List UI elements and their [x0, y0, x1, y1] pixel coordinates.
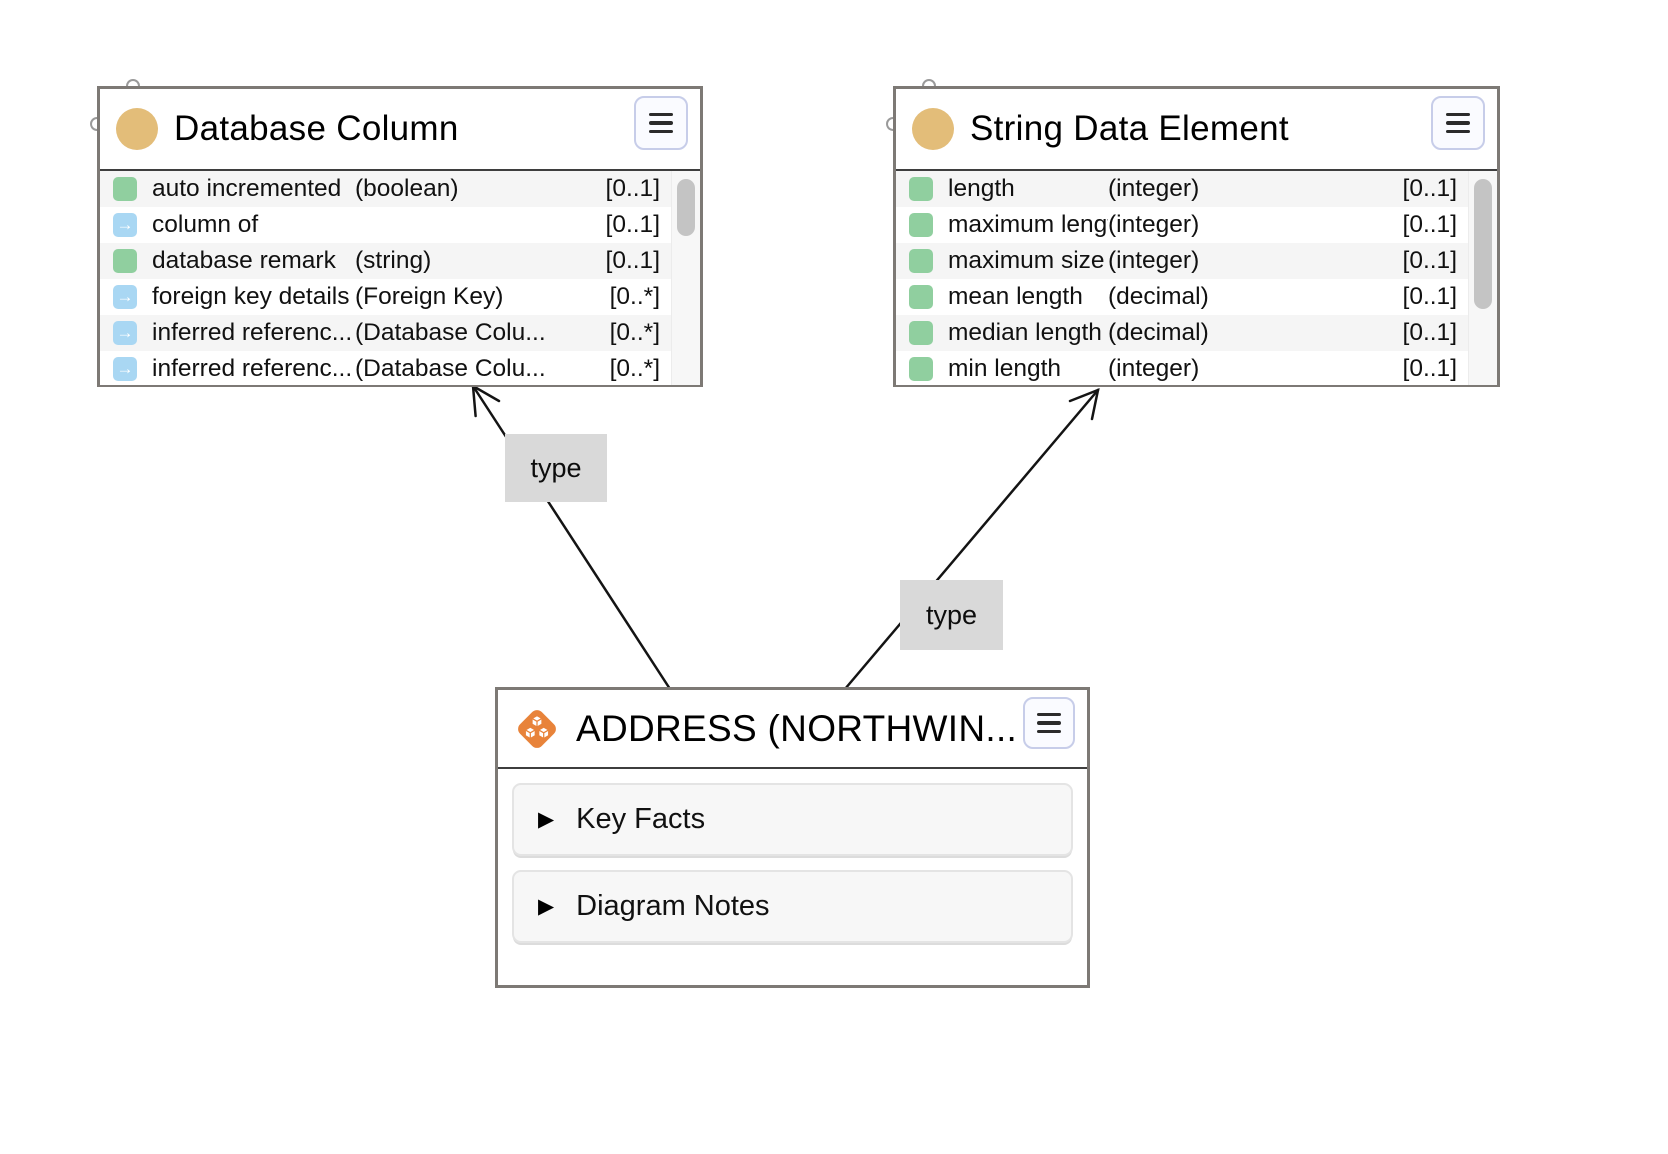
class-icon — [912, 108, 954, 150]
attribute-name: min length — [948, 355, 1062, 382]
attribute-row[interactable]: min length (integer) [0..1] — [896, 351, 1469, 385]
attribute-icon — [909, 213, 933, 237]
scrollbar[interactable] — [1468, 171, 1497, 385]
attribute-name: auto incremented — [152, 175, 342, 202]
attribute-name: foreign key details — [152, 283, 350, 310]
attribute-row[interactable]: mean length (decimal) [0..1] — [896, 279, 1469, 315]
attribute-row[interactable]: maximum length (integer) [0..1] — [896, 207, 1469, 243]
attribute-type: (decimal) — [1108, 283, 1209, 310]
attribute-cardinality: [0..1] — [605, 247, 660, 274]
attribute-cardinality: [0..1] — [1402, 175, 1457, 202]
attribute-cardinality: [0..*] — [609, 319, 660, 346]
attribute-name: inferred referenc... — [152, 355, 353, 382]
attribute-cardinality: [0..*] — [609, 283, 660, 310]
class-icon — [116, 108, 158, 150]
attribute-icon — [113, 177, 137, 201]
attribute-row[interactable]: database remark (string) [0..1] — [100, 243, 672, 279]
relation-icon — [113, 357, 137, 381]
attribute-name: maximum size (... — [948, 247, 1108, 274]
attribute-icon — [909, 177, 933, 201]
attribute-row[interactable]: foreign key details (Foreign Key) [0..*] — [100, 279, 672, 315]
attribute-icon — [909, 249, 933, 273]
attribute-icon — [909, 321, 933, 345]
relation-icon — [113, 321, 137, 345]
attribute-type: (decimal) — [1108, 319, 1209, 346]
attribute-cardinality: [0..1] — [1402, 355, 1457, 382]
attribute-row[interactable]: auto incremented (boolean) [0..1] — [100, 171, 672, 207]
expand-arrow-icon[interactable]: ▶ — [538, 808, 555, 831]
attribute-cardinality: [0..1] — [1402, 247, 1457, 274]
node-title: Database Column — [174, 109, 459, 148]
attribute-type: (string) — [355, 247, 432, 274]
attribute-row[interactable]: maximum size (... (integer) [0..1] — [896, 243, 1469, 279]
node-header[interactable]: Database Column — [100, 89, 700, 171]
attribute-cardinality: [0..1] — [605, 211, 660, 238]
attribute-cardinality: [0..1] — [1402, 319, 1457, 346]
edge-arrowhead-2 — [1068, 387, 1100, 421]
node-title: String Data Element — [970, 109, 1289, 148]
section-label: Key Facts — [576, 803, 706, 835]
attribute-type: (boolean) — [355, 175, 459, 202]
node-title: ADDRESS (NORTHWIN... — [576, 707, 1016, 749]
attribute-icon — [909, 285, 933, 309]
attribute-name: mean length — [948, 283, 1083, 310]
section-label: Diagram Notes — [576, 890, 770, 922]
node-address-northwind[interactable]: ADDRESS (NORTHWIN... ▶ Key Facts ▶ Diagr… — [495, 687, 1090, 988]
node-database-column[interactable]: Database Column auto incremented (boolea… — [97, 86, 703, 387]
section-key-facts[interactable]: ▶ Key Facts — [512, 783, 1073, 856]
node-header[interactable]: String Data Element — [896, 89, 1497, 171]
relation-icon — [113, 285, 137, 309]
attribute-cardinality: [0..1] — [1402, 283, 1457, 310]
attribute-cardinality: [0..*] — [609, 355, 660, 382]
attribute-list: length (integer) [0..1] maximum length (… — [896, 171, 1497, 385]
instance-cubes-icon — [518, 709, 556, 748]
node-sections: ▶ Key Facts ▶ Diagram Notes — [498, 769, 1087, 983]
attribute-cardinality: [0..1] — [1402, 211, 1457, 238]
attribute-row[interactable]: median length (decimal) [0..1] — [896, 315, 1469, 351]
attribute-type: (Database Colu... — [355, 319, 546, 346]
attribute-name: maximum length — [948, 211, 1108, 238]
edge-line-type-1 — [471, 384, 672, 691]
attribute-type: (integer) — [1108, 355, 1200, 382]
attribute-name: inferred referenc... — [152, 319, 353, 346]
section-diagram-notes[interactable]: ▶ Diagram Notes — [512, 870, 1073, 943]
attribute-name: column of — [152, 211, 259, 238]
attribute-type: (integer) — [1108, 247, 1200, 274]
attribute-icon — [113, 249, 137, 273]
edge-label-type[interactable]: type — [505, 434, 607, 502]
node-menu-button[interactable] — [634, 96, 688, 150]
expand-arrow-icon[interactable]: ▶ — [538, 895, 555, 918]
attribute-cardinality: [0..1] — [605, 175, 660, 202]
scrollbar-thumb[interactable] — [677, 179, 695, 236]
attribute-list: auto incremented (boolean) [0..1] column… — [100, 171, 700, 385]
attribute-type: (Database Colu... — [355, 355, 546, 382]
attribute-icon — [909, 357, 933, 381]
attribute-row[interactable]: column of [0..1] — [100, 207, 672, 243]
attribute-type: (integer) — [1108, 175, 1200, 202]
scrollbar[interactable] — [671, 171, 700, 385]
relation-icon — [113, 213, 137, 237]
attribute-row[interactable]: inferred referenc... (Database Colu... [… — [100, 315, 672, 351]
attribute-type: (Foreign Key) — [355, 283, 504, 310]
attribute-row[interactable]: length (integer) [0..1] — [896, 171, 1469, 207]
node-string-data-element[interactable]: String Data Element length (integer) [0.… — [893, 86, 1500, 387]
edge-label-type[interactable]: type — [900, 580, 1003, 650]
attribute-row[interactable]: inferred referenc... (Database Colu... [… — [100, 351, 672, 385]
node-menu-button[interactable] — [1431, 96, 1485, 150]
node-menu-button[interactable] — [1023, 697, 1075, 749]
scrollbar-thumb[interactable] — [1474, 179, 1492, 309]
node-header[interactable]: ADDRESS (NORTHWIN... — [498, 690, 1087, 769]
attribute-name: database remark — [152, 247, 336, 274]
attribute-name: length — [948, 175, 1015, 202]
attribute-name: median length — [948, 319, 1102, 346]
edge-arrowhead-1 — [471, 383, 501, 418]
attribute-type: (integer) — [1108, 211, 1200, 238]
